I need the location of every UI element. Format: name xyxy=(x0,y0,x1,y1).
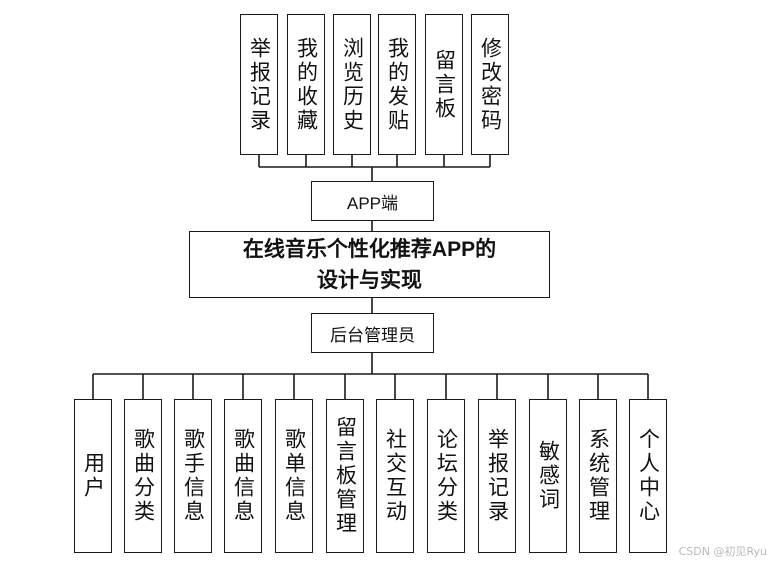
app-item-label: 修改密码 xyxy=(478,36,503,133)
admin-item-label: 个人中心 xyxy=(636,428,661,524)
app-item-3: 浏览历史 xyxy=(333,14,371,155)
app-node-label: APP端 xyxy=(346,193,399,213)
system-title-line2: 设计与实现 xyxy=(317,268,422,292)
watermark: CSDN @初见Ryu xyxy=(678,545,767,558)
app-item-label: 我的发贴 xyxy=(385,36,410,133)
app-item-label: 我的收藏 xyxy=(294,36,319,133)
admin-item-label: 举报记录 xyxy=(485,428,510,524)
admin-item-11: 系统管理 xyxy=(579,399,617,553)
system-title-line1: 在线音乐个性化推荐APP的 xyxy=(242,237,497,261)
admin-item-2: 歌曲分类 xyxy=(124,399,162,553)
app-item-label: 举报记录 xyxy=(247,36,272,133)
admin-item-label: 歌曲信息 xyxy=(231,428,256,524)
app-item-6: 修改密码 xyxy=(471,14,509,155)
app-item-label: 浏览历史 xyxy=(340,36,365,133)
app-item-2: 我的收藏 xyxy=(287,14,325,155)
admin-item-label: 用户 xyxy=(81,452,106,500)
admin-node: 后台管理员 xyxy=(311,313,434,353)
app-item-4: 我的发贴 xyxy=(378,14,416,155)
admin-item-label: 歌曲分类 xyxy=(131,428,156,524)
admin-item-8: 论坛分类 xyxy=(427,399,465,553)
admin-item-9: 举报记录 xyxy=(478,399,516,553)
app-item-label: 留言板 xyxy=(432,48,457,121)
admin-item-label: 社交互动 xyxy=(383,428,408,524)
admin-item-12: 个人中心 xyxy=(629,399,667,553)
admin-item-label: 论坛分类 xyxy=(434,428,459,524)
admin-item-5: 歌单信息 xyxy=(275,399,313,553)
admin-item-10: 敏感词 xyxy=(529,399,567,553)
app-item-5: 留言板 xyxy=(425,14,463,155)
system-title-text: 在线音乐个性化推荐APP的 设计与实现 xyxy=(243,234,496,296)
admin-item-7: 社交互动 xyxy=(376,399,414,553)
app-node: APP端 xyxy=(311,181,434,221)
admin-item-4: 歌曲信息 xyxy=(224,399,262,553)
admin-item-3: 歌手信息 xyxy=(174,399,212,553)
admin-item-label: 留言板管理 xyxy=(333,416,358,536)
admin-node-label: 后台管理员 xyxy=(330,325,415,345)
admin-item-label: 系统管理 xyxy=(586,428,611,524)
admin-item-label: 歌单信息 xyxy=(282,428,307,524)
app-item-1: 举报记录 xyxy=(240,14,278,155)
admin-item-6: 留言板管理 xyxy=(326,399,364,553)
system-title-node: 在线音乐个性化推荐APP的 设计与实现 xyxy=(189,231,550,298)
admin-item-label: 歌手信息 xyxy=(181,428,206,524)
admin-item-label: 敏感词 xyxy=(536,440,561,512)
admin-item-1: 用户 xyxy=(74,399,112,553)
